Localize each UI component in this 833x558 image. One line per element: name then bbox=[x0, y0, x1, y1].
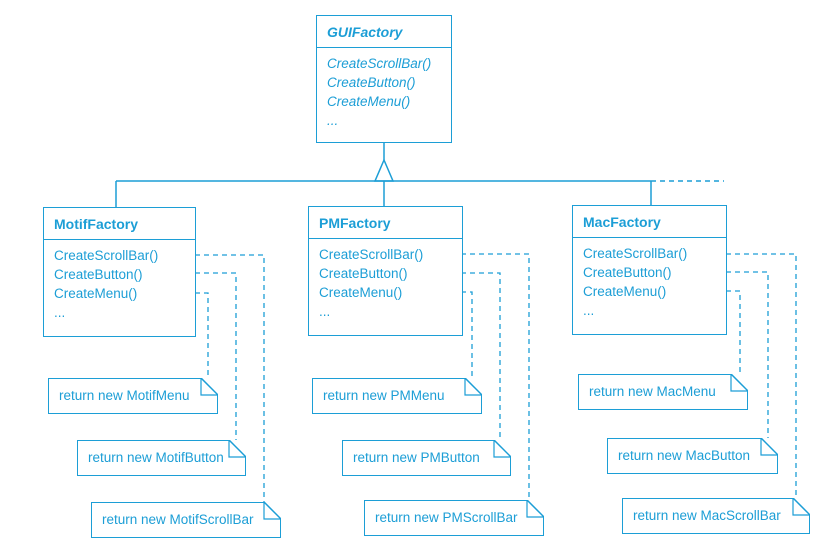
operation-list: CreateScrollBar() CreateButton() CreateM… bbox=[44, 240, 195, 328]
operation-list: CreateScrollBar() CreateButton() CreateM… bbox=[573, 238, 726, 326]
operation-create-scrollbar: CreateScrollBar() bbox=[583, 246, 688, 261]
class-name: MacFactory bbox=[573, 206, 726, 238]
operation-create-menu: CreateMenu() bbox=[583, 284, 667, 299]
operation-create-button: CreateButton() bbox=[583, 265, 672, 280]
note-fold-icon bbox=[464, 378, 482, 396]
note-fold-icon bbox=[228, 440, 246, 458]
operation-list: CreateScrollBar() CreateButton() CreateM… bbox=[317, 48, 451, 136]
operation-create-scrollbar: CreateScrollBar() bbox=[54, 248, 159, 263]
guifactory-class: GUIFactory CreateScrollBar() CreateButto… bbox=[316, 15, 452, 143]
note-motif-menu: return new MotifMenu bbox=[48, 378, 218, 414]
class-name: PMFactory bbox=[309, 207, 462, 239]
note-fold-icon bbox=[760, 438, 778, 456]
note-mac-menu: return new MacMenu bbox=[578, 374, 748, 410]
operation-create-button: CreateButton() bbox=[54, 267, 143, 282]
leader-pm-scrollbar bbox=[452, 253, 530, 500]
operation-create-button: CreateButton() bbox=[327, 75, 416, 90]
leader-pm-button bbox=[452, 272, 501, 440]
leader-motif-button bbox=[186, 272, 237, 440]
operation-ellipsis: ... bbox=[319, 304, 331, 319]
note-fold-icon bbox=[493, 440, 511, 458]
note-mac-scrollbar: return new MacScrollBar bbox=[622, 498, 810, 534]
class-name: MotifFactory bbox=[44, 208, 195, 240]
operation-create-scrollbar: CreateScrollBar() bbox=[327, 56, 432, 71]
macfactory-class: MacFactory CreateScrollBar() CreateButto… bbox=[572, 205, 727, 335]
inheritance-triangle bbox=[373, 158, 395, 182]
note-pm-button: return new PMButton bbox=[342, 440, 511, 476]
note-fold-icon bbox=[200, 378, 218, 396]
operation-create-menu: CreateMenu() bbox=[54, 286, 138, 301]
leader-motif-menu bbox=[186, 292, 209, 378]
leader-pm-menu bbox=[452, 291, 473, 378]
note-pm-scrollbar: return new PMScrollBar bbox=[364, 500, 544, 536]
note-fold-icon bbox=[526, 500, 544, 518]
operation-create-scrollbar: CreateScrollBar() bbox=[319, 247, 424, 262]
operation-create-button: CreateButton() bbox=[319, 266, 408, 281]
operation-ellipsis: ... bbox=[583, 303, 595, 318]
operation-ellipsis: ... bbox=[54, 305, 66, 320]
note-mac-button: return new MacButton bbox=[607, 438, 778, 474]
class-name: GUIFactory bbox=[317, 16, 451, 48]
motiffactory-class: MotifFactory CreateScrollBar() CreateBut… bbox=[43, 207, 196, 337]
note-motif-button: return new MotifButton bbox=[77, 440, 246, 476]
note-fold-icon bbox=[263, 502, 281, 520]
operation-create-menu: CreateMenu() bbox=[327, 94, 411, 109]
operation-list: CreateScrollBar() CreateButton() CreateM… bbox=[309, 239, 462, 327]
operation-ellipsis: ... bbox=[327, 113, 339, 128]
pmfactory-class: PMFactory CreateScrollBar() CreateButton… bbox=[308, 206, 463, 336]
operation-create-menu: CreateMenu() bbox=[319, 285, 403, 300]
leader-mac-menu bbox=[717, 290, 741, 374]
note-fold-icon bbox=[730, 374, 748, 392]
note-pm-menu: return new PMMenu bbox=[312, 378, 482, 414]
note-fold-icon bbox=[792, 498, 810, 516]
note-motif-scrollbar: return new MotifScrollBar bbox=[91, 502, 281, 538]
